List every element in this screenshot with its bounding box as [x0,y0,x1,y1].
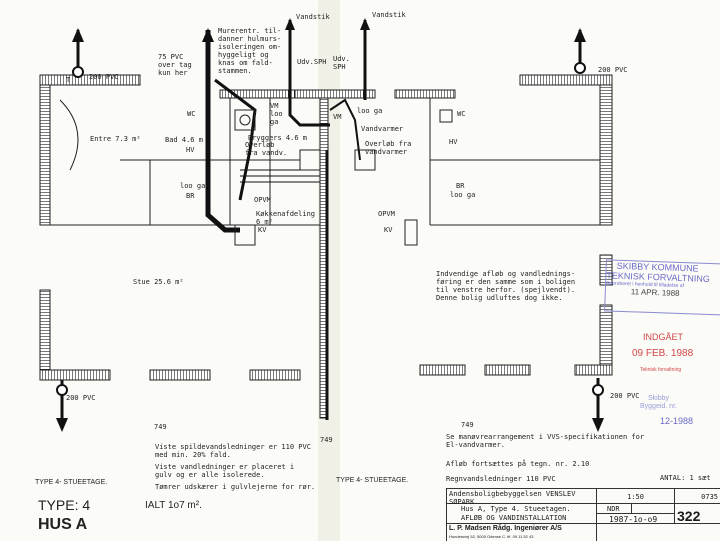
note-spildevand: Viste spildevandsledninger er 110 PVC me… [155,443,311,459]
vm-label: VM [333,113,342,121]
hv-label-left: HV [186,146,195,154]
pvc-label-top-right: 200 PVC [598,66,628,74]
entre-label: Entre 7.3 m² [90,135,141,143]
hus-label: HUS A [38,516,88,533]
mirror-note: Indvendige afløb og vandlednings- føring… [436,270,576,302]
ialt-area: IALT 1o7 m². [145,500,202,511]
type-stueetage-right: TYPE 4- STUEETAGE. [336,477,409,484]
blue-stamp: Skibby Byggeid. nr. [640,395,677,410]
bryggers-label: Bryggers 4.6 m [248,134,308,142]
t-mark-top-left: T [66,76,71,84]
blue-stamp-date: 12-1988 [660,416,694,426]
teknisk-stamp: Teknisk forvaltning [640,367,682,373]
pipes [60,20,600,425]
title-project: Andensboligbebyggelsen VENSLEV SØPARK. [447,489,597,506]
udv-sph-label-1: Udv.SPH [297,58,327,66]
title-block: Andensboligbebyggelsen VENSLEV SØPARK. 1… [446,488,720,541]
firm-address: Hundersvej 52, 5000 Odense C. tlf. 09 11… [449,534,534,539]
title-revision [597,524,720,541]
type-stueetage-left: TYPE 4- STUEETAGE. [35,479,108,486]
dimension-mid: 749 [320,436,333,444]
indgaet-stamp: INDGÅET [643,332,684,342]
firm-name: L. P. Madsen Rådg. Ingeniører A/S [449,525,562,532]
fixtures [59,99,453,246]
title-sag-nr: 0735 [675,489,720,504]
kokken-label: Køkkenafdeling 6 m² [256,210,316,226]
vandstik-label-2: Vandstik [372,11,406,19]
kv-label-left: KV [258,226,267,234]
walls [39,74,613,419]
pvc-label-bottom-right: 200 PVC [610,392,640,400]
loo-ga-label-mid: loo ga [357,107,383,115]
vandstik-label-1: Vandstik [296,13,330,21]
title-desc-2: AFLØB OG VANDINSTALLATION [461,514,567,522]
arrow-icons [56,18,604,432]
title-firm: L. P. Madsen Rådg. Ingeniører A/S Hunder… [447,524,597,541]
hv-label-right: HV [449,138,458,146]
antal-label: ANTAL: 1 sæt [660,474,711,482]
wc-label-right: WC [457,110,466,118]
br-label-left: BR [186,192,195,200]
title-tegn: NDR [597,504,632,514]
title-desc-1: Hus A, Type 4. Stueetagen. [461,505,571,513]
indgaet-date: 09 FEB. 1988 [632,348,694,359]
dimension-left: 749 [154,423,167,431]
murerentr-note: Murerentr. til- danner hulmurs- isolerin… [218,27,282,75]
title-date: 1987-1o-o9 [597,514,675,524]
pvc-label-bottom-left: 200 PVC [66,394,96,402]
title-tegn-nr: 322 [675,504,720,524]
dimension-right: 749 [461,421,474,429]
loo-ga-label-left: loo ga [180,182,206,190]
title-description: Hus A, Type 4. Stueetagen. AFLØB OG VAND… [447,504,597,524]
pvc-75-note: 75 PVC over tag kun her [158,53,192,77]
note-manoevre: Se manøvrearrangement i VVS-specifikatio… [446,433,645,449]
kv-label-right: KV [384,226,393,234]
stue-label: Stue 25.6 m² [133,278,184,286]
vandvarmer-label: Vandvarmer [361,125,404,133]
br-label-right: BR [456,182,465,190]
overlob-label-right: Overløb fra vandvarmer [365,140,412,156]
pvc-label-top-left: 200 PVC [89,73,119,81]
vm-loo-ga-label: VM loo ga [270,102,283,126]
overlob-label-left: Overløb fra vandv. [245,141,288,157]
loo-ga-label-right: loo ga [450,191,476,199]
title-scale: 1:50 [597,489,675,504]
udv-sph-label-2: Udv. SPH [333,55,350,71]
kommune-stamp: SKIBBY KOMMUNE TEKNISK FORVALTNING Appro… [604,259,720,317]
note-vandledninger: Viste vandledninger er placeret i gulv o… [155,463,295,479]
type-number: TYPE: 4 [38,497,91,513]
wc-label-left: WC [187,110,196,118]
title-kontrol [632,504,675,514]
opvm-label-right: OPVM [378,210,395,218]
opvm-label-left: OPVM [254,196,271,204]
note-regnvand: Regnvandsledninger 110 PVC [446,475,556,483]
bad-label: Bad 4.6 m [165,136,203,144]
note-afloeb: Afløb fortsættes på tegn. nr. 2.10 [446,460,590,468]
note-tomrer: Tømrer udskærer i gulvlejerne for rør. [155,483,316,491]
